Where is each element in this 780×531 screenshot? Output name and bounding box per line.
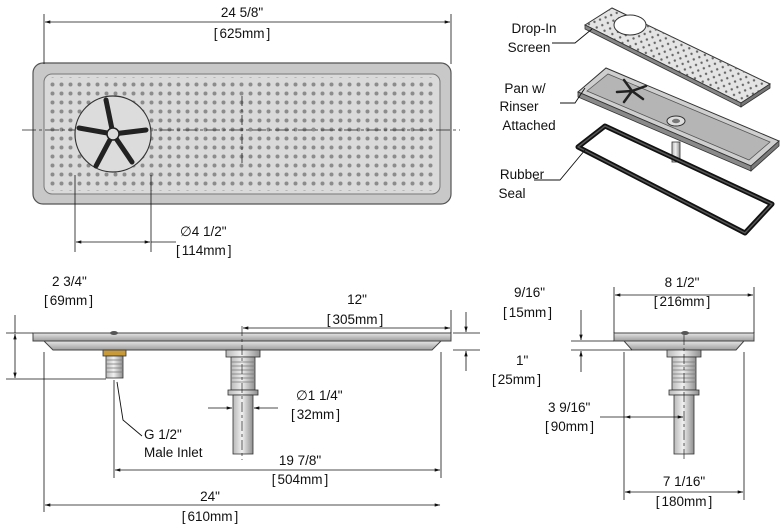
callout-screen-line1: Drop-In — [511, 21, 557, 36]
side-view — [571, 287, 755, 500]
dim-center-drain-metric: 305mm — [327, 312, 384, 328]
drain-fitting-icon — [225, 349, 261, 455]
dim-inlet-offset-metric: 69mm — [44, 293, 93, 309]
dim-pan-depth-imperial: 1" — [516, 353, 529, 368]
inlet-fitting-icon — [102, 349, 127, 379]
rubber-seal-icon — [575, 123, 775, 236]
dim-top-length-imperial: 24 5/8" — [220, 5, 264, 20]
dim-top-length-metric: 625mm — [214, 26, 271, 42]
rinser-icon — [74, 95, 152, 173]
dim-lip-imperial: 9/16" — [514, 285, 546, 300]
callout-pan-line2: Rinser — [499, 99, 539, 114]
callout-inlet-line2: Male Inlet — [144, 445, 203, 460]
dim-center-drain-imperial: 12" — [347, 292, 367, 307]
diameter-symbol: ∅ — [296, 388, 308, 403]
exploded-view — [534, 7, 780, 236]
callout-screen-line2: Screen — [507, 40, 551, 55]
diameter-symbol: ∅ — [180, 224, 192, 239]
dim-width-top-metric: 216mm — [654, 294, 711, 310]
pan-icon — [577, 67, 780, 172]
callout-inlet-line1: G 1/2" — [144, 427, 182, 442]
callout-seal-line2: Seal — [498, 186, 526, 201]
dim-overall-metric: 610mm — [182, 509, 239, 525]
dim-drain-offset-imperial: 3 9/16" — [548, 400, 591, 415]
callout-pan-line1: Pan w/ — [504, 81, 546, 96]
dim-drain-offset-metric: 90mm — [545, 419, 594, 435]
dim-drain-dia-metric: 32mm — [291, 407, 340, 423]
callout-seal-line1: Rubber — [499, 167, 545, 182]
dim-inlet-to-end-imperial: 19 7/8" — [278, 453, 322, 468]
dim-inlet-to-end-metric: 504mm — [272, 472, 329, 488]
dim-width-bottom-imperial: 7 1/16" — [662, 474, 706, 489]
dim-pan-depth-metric: 25mm — [492, 372, 541, 388]
dim-width-bottom-metric: 180mm — [656, 494, 713, 510]
front-view — [6, 310, 480, 512]
dim-rinser-dia-metric: 114mm — [176, 243, 232, 259]
dim-overall-imperial: 24" — [200, 489, 220, 504]
dim-lip-metric: 15mm — [503, 305, 552, 321]
drop-in-screen-icon — [583, 7, 772, 108]
top-view — [22, 14, 460, 252]
dim-drain-dia-imperial: ∅1 1/4" — [296, 388, 343, 403]
dim-rinser-dia-imperial: ∅4 1/2" — [180, 224, 227, 239]
callout-pan-line3: Attached — [502, 118, 556, 133]
dim-width-top-imperial: 8 1/2" — [664, 275, 700, 290]
dim-inlet-offset-imperial: 2 3/4" — [52, 274, 87, 289]
